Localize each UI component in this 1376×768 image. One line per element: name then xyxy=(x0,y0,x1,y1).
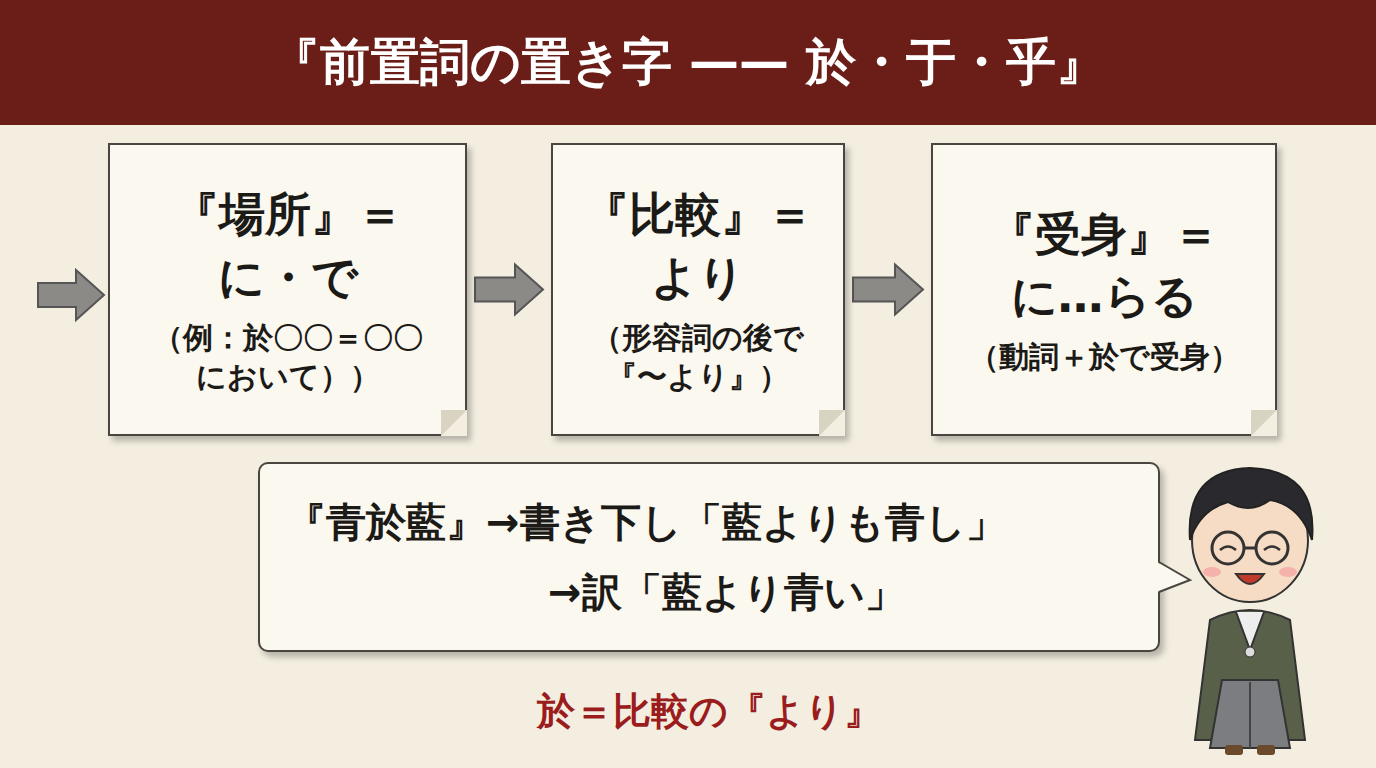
bubble-tail xyxy=(1157,562,1190,592)
folded-corner xyxy=(441,410,467,436)
node-body: （例：於〇〇＝〇〇 において）） xyxy=(126,318,449,396)
bubble-tail-outline xyxy=(1159,562,1190,592)
note-card: 『比較』＝ より （形容詞の後で 『〜より』） xyxy=(551,143,845,436)
teacher-illustration xyxy=(1190,468,1313,755)
block-arrow xyxy=(38,270,104,320)
block-arrow xyxy=(853,265,923,315)
note-card: 『場所』＝ に・で （例：於〇〇＝〇〇 において）） xyxy=(108,143,467,436)
note-card: 『受身』＝ に…らる （動詞＋於で受身） xyxy=(931,143,1277,436)
node-body: （形容詞の後で 『〜より』） xyxy=(569,318,827,396)
node-heading: 『受身』＝ に…らる xyxy=(949,203,1259,327)
node-heading: 『青於藍』→書き下し「藍よりも青し」 xyxy=(286,494,1006,550)
node-heading: 『比較』＝ より xyxy=(569,183,827,307)
node-body: →訳「藍より青い」 xyxy=(548,564,905,620)
folded-corner xyxy=(819,410,845,436)
note-label: 於＝比較の『より』 xyxy=(258,686,1160,737)
block-arrow xyxy=(475,265,543,315)
folded-corner xyxy=(1251,410,1277,436)
node-heading: 『場所』＝ に・で xyxy=(126,183,449,307)
node-body: （動詞＋於で受身） xyxy=(969,337,1240,376)
speech-bubble: 『青於藍』→書き下し「藍よりも青し」 →訳「藍より青い」 xyxy=(258,462,1160,652)
title: 『前置詞の置き字 —— 於・于・乎』 xyxy=(0,0,1376,125)
